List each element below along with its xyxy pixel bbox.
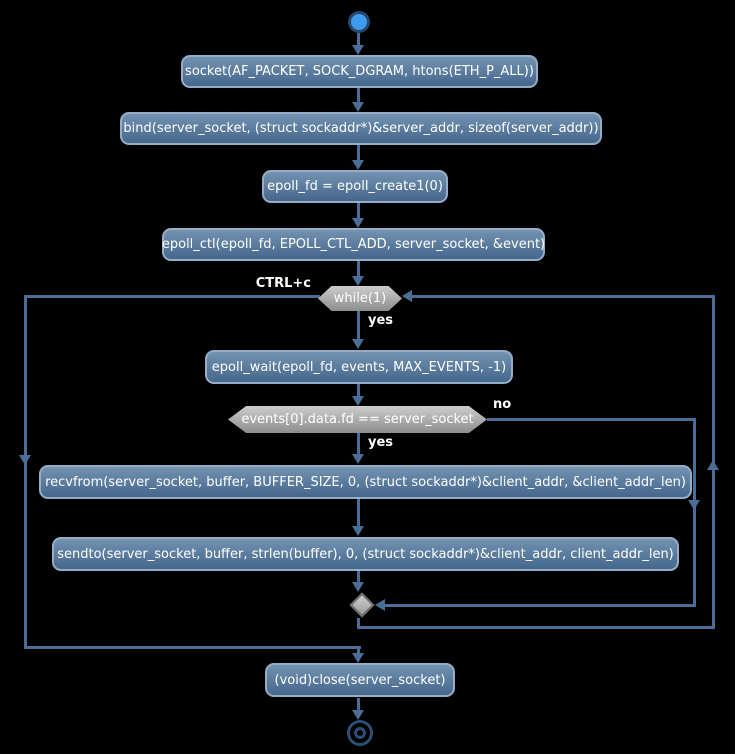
arrow-down-icon xyxy=(352,710,364,720)
activity-socket: socket(AF_PACKET, SOCK_DGRAM, htons(ETH_… xyxy=(181,55,538,88)
arrow-down-icon xyxy=(352,396,364,406)
activity-epoll-wait-label: epoll_wait(epoll_fd, events, MAX_EVENTS,… xyxy=(211,359,507,375)
edge-check-yes-to-recvfrom xyxy=(357,433,360,455)
edge-ctrlc-horizontal-bottom xyxy=(24,646,361,649)
edge-start-to-socket xyxy=(357,33,360,47)
arrow-down-icon xyxy=(352,653,364,663)
end-node-inner-ring xyxy=(354,727,366,739)
activity-close: (void)close(server_socket) xyxy=(265,663,455,697)
edge-label-check-yes: yes xyxy=(368,435,394,450)
arrow-down-icon xyxy=(352,160,364,170)
arrow-down-icon xyxy=(688,500,700,510)
arrow-down-icon xyxy=(352,45,364,55)
edge-recvfrom-to-sendto xyxy=(357,499,360,527)
activity-recvfrom: recvfrom(server_socket, buffer, BUFFER_S… xyxy=(39,465,692,499)
end-node xyxy=(347,720,373,746)
edge-epollwait-to-check xyxy=(357,384,360,397)
activity-epoll-create: epoll_fd = epoll_create1(0) xyxy=(262,170,448,203)
edge-close-to-end xyxy=(357,698,360,711)
arrow-down-icon xyxy=(352,526,364,536)
arrow-down-icon xyxy=(352,218,364,228)
edge-label-ctrl-c: CTRL+c xyxy=(255,276,311,291)
arrow-left-icon xyxy=(402,290,412,302)
edge-epollctl-to-while xyxy=(357,261,360,277)
edge-label-check-no: no xyxy=(493,397,512,412)
start-node xyxy=(348,11,370,33)
edge-loopback-horizontal-top xyxy=(412,295,715,298)
activity-epoll-ctl: epoll_ctl(epoll_fd, EPOLL_CTL_ADD, serve… xyxy=(162,228,545,261)
arrow-down-icon xyxy=(352,102,364,112)
decision-while-label: while(1) xyxy=(333,291,387,306)
activity-sendto: sendto(server_socket, buffer, strlen(buf… xyxy=(52,537,679,571)
activity-bind-label: bind(server_socket, (struct sockaddr*)&s… xyxy=(123,121,599,136)
activity-epoll-wait: epoll_wait(epoll_fd, events, MAX_EVENTS,… xyxy=(205,350,513,384)
edge-bind-to-epollcreate xyxy=(357,145,360,161)
edge-merge-down xyxy=(357,618,360,629)
edge-ctrlc-vertical xyxy=(24,295,27,649)
edge-label-while-yes: yes xyxy=(368,313,394,328)
activity-recvfrom-label: recvfrom(server_socket, buffer, BUFFER_S… xyxy=(45,474,686,490)
edge-loopback-horizontal-bottom xyxy=(360,626,715,629)
edge-socket-to-bind xyxy=(357,88,360,103)
arrow-down-icon xyxy=(19,455,31,465)
decision-fd-check: events[0].data.fd == server_socket xyxy=(228,406,487,433)
activity-sendto-label: sendto(server_socket, buffer, strlen(buf… xyxy=(57,546,674,562)
activity-epoll-ctl-label: epoll_ctl(epoll_fd, EPOLL_CTL_ADD, serve… xyxy=(161,237,546,252)
activity-epoll-create-label: epoll_fd = epoll_create1(0) xyxy=(267,179,443,194)
edge-no-horizontal-bottom xyxy=(385,604,696,607)
arrow-down-icon xyxy=(352,339,364,349)
merge-diamond xyxy=(349,592,375,618)
arrow-down-icon xyxy=(352,582,364,592)
activity-bind: bind(server_socket, (struct sockaddr*)&s… xyxy=(120,112,602,145)
decision-while: while(1) xyxy=(318,286,402,311)
edge-ctrlc-horizontal-top xyxy=(24,295,320,298)
arrow-down-icon xyxy=(352,276,364,286)
edge-ctrlc-into-close xyxy=(357,646,360,654)
edge-sendto-to-merge xyxy=(357,571,360,583)
edge-while-yes-to-epollwait xyxy=(357,311,360,340)
edge-no-horizontal-top xyxy=(487,418,696,421)
edge-epollcreate-to-epollctl xyxy=(357,203,360,219)
decision-fd-check-label: events[0].data.fd == server_socket xyxy=(241,412,474,427)
activity-close-label: (void)close(server_socket) xyxy=(274,672,446,688)
edge-no-vertical xyxy=(693,418,696,607)
arrow-left-icon xyxy=(375,599,385,611)
arrow-down-icon xyxy=(352,454,364,464)
arrow-up-icon xyxy=(707,460,719,470)
activity-socket-label: socket(AF_PACKET, SOCK_DGRAM, htons(ETH_… xyxy=(185,64,534,79)
